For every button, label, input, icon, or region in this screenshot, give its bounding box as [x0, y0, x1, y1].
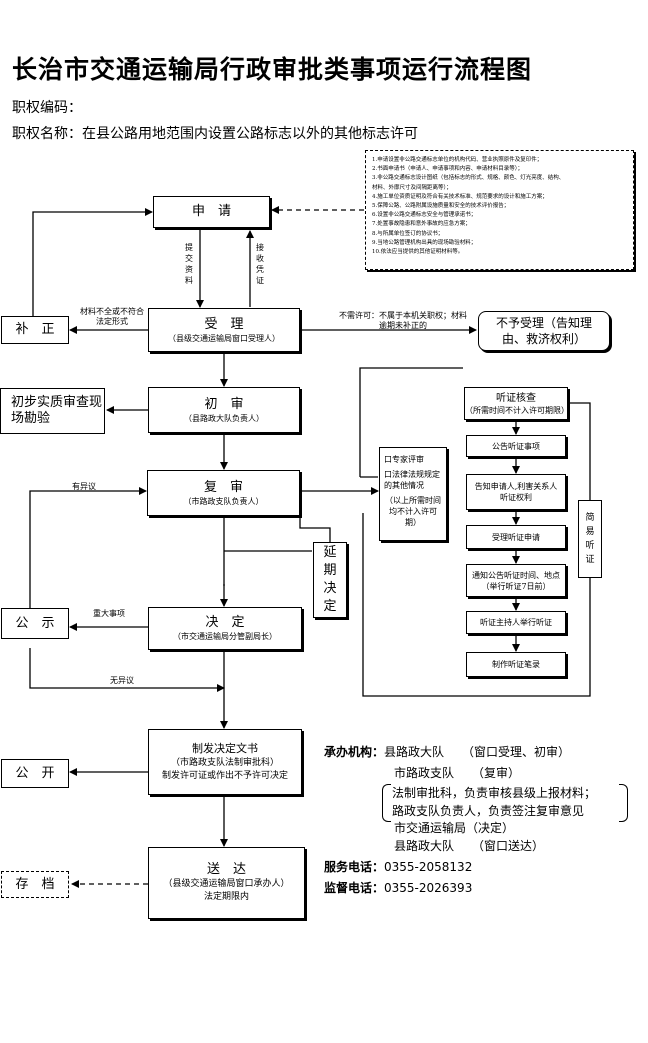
- no-permit-needed-label: 不需许可：不属于本机关职权；材料逾期未补正的: [339, 311, 467, 330]
- hearing-step-schedule: 通知公告听证时间、地点（举行听证7日前）: [466, 564, 566, 597]
- decision-node: 决 定 （市交通运输局分管副局长）: [148, 607, 302, 650]
- org-line: 法制审批科，负责审核县级上报材料；: [392, 786, 597, 800]
- hearing-check-node: 听证核查 （所需时间不计入许可期限）: [464, 387, 569, 420]
- reject-label: 不予受理（告知理由、救济权利）: [495, 316, 592, 346]
- note-line: 材料、外廓尺寸及间隔距离等）；: [372, 184, 452, 191]
- publicity-label: 公 示: [15, 615, 55, 631]
- site-check-label: 初步实质审查现场勘验: [11, 395, 103, 426]
- deliver-title: 送 达: [206, 862, 246, 877]
- org-info: 承办机构：县路政大队 （窗口受理、初审）: [324, 744, 570, 761]
- apply-node: 申 请: [153, 196, 270, 228]
- note-line: 2.书面申请书（申请人、申请事项和内容、申请材料目录等）；: [372, 166, 523, 173]
- first-review-title: 初 审: [204, 396, 244, 412]
- submit-materials-label: 提交资料: [185, 243, 193, 285]
- decision-sub: （市交通运输局分管副局长）: [173, 632, 277, 641]
- authority-code: 职权编码：: [12, 100, 82, 116]
- second-review-sub: （市路政支队负责人）: [183, 496, 264, 506]
- org-line: 路政支队负责人，负责签注复审意见: [392, 804, 585, 818]
- issue-sub: （市路政支队法制审批科）: [170, 758, 279, 768]
- deliver-sub: （县级交通运输局窗口承办人）: [163, 879, 290, 889]
- note-line: 8.与所属单位签订的协议书；: [372, 230, 444, 237]
- deliver-node: 送 达 （县级交通运输局窗口承办人） 法定期限内: [148, 847, 305, 919]
- hearing-step-record: 制作听证笔录: [466, 652, 566, 677]
- note-line: 1.申请设置非公路交通标志单位的机构代码、营业执照原件及复印件；: [372, 157, 543, 163]
- issue-title: 制发决定文书: [192, 742, 258, 755]
- accept-title: 受 理: [204, 316, 244, 332]
- no-objection-label: 无异议: [110, 676, 134, 685]
- expert-time-note: （以上所需时间均不计入许可期）: [385, 496, 441, 527]
- hearing-title: 听证核查: [496, 392, 536, 404]
- authority-name: 职权名称：在县公路用地范围内设置公路标志以外的其他标志许可: [12, 126, 418, 142]
- note-line: 7.处置事故隐患和意外事故的应急方案；: [372, 221, 471, 228]
- org-line: 市交通运输局（决定）: [394, 821, 515, 835]
- incomplete-materials-label: 材料不全或不符合法定形式: [80, 307, 144, 326]
- hearing-step-label: 公告听证事项: [492, 441, 540, 451]
- archive-node: 存 档: [1, 871, 69, 898]
- hearing-step-accept: 受理听证申请: [466, 525, 566, 549]
- service-phone-value: 0355-2058132: [384, 860, 473, 874]
- org-line: 县路政大队 （窗口受理、初审）: [384, 745, 571, 759]
- receive-voucher-label: 接收凭证: [256, 243, 264, 285]
- publish-node: 公 开: [1, 759, 69, 788]
- objection-label: 有异议: [72, 482, 96, 491]
- hearing-step-announce: 公告听证事项: [466, 435, 566, 457]
- note-line: 5.保障公路、公路附属设施质量和安全的技术评价报告；: [372, 203, 510, 210]
- hearing-step-notify-rights: 告知申请人,利害关系人听证权利: [466, 474, 566, 510]
- note-line: 6.设置非公路交通标志安全与管理承诺书；: [372, 212, 477, 219]
- accept-sub: （县级交通运输局窗口受理人）: [168, 333, 280, 343]
- major-matter-label: 重大事项: [93, 609, 125, 618]
- page-title: 长治市交通运输局行政审批类事项运行流程图: [12, 55, 533, 84]
- hearing-step-hold: 听证主持人举行听证: [466, 611, 566, 634]
- hearing-step-label: 告知申请人,利害关系人听证权利: [474, 482, 558, 502]
- expert-review-item: 口专家评审: [384, 455, 424, 464]
- supervise-phone-value: 0355-2026393: [384, 881, 473, 895]
- service-phone-row: 服务电话：0355-2058132: [324, 859, 472, 876]
- publicity-node: 公 示: [1, 608, 69, 639]
- first-review-sub: （县路政大队负责人）: [184, 413, 264, 423]
- note-line: 10.依法应当提供的其他证明材料等。: [372, 249, 464, 256]
- second-review-node: 复 审 （市路政支队负责人）: [147, 470, 300, 516]
- issue-sub2: 制发许可证或作出不予许可决定: [161, 771, 288, 781]
- deliver-sub2: 法定期限内: [203, 892, 249, 902]
- legal-dept-brace: 法制审批科，负责审核县级上报材料； 路政支队负责人，负责签注复审意见: [382, 784, 628, 822]
- archive-label: 存 档: [15, 876, 55, 892]
- apply-label: 申 请: [191, 204, 231, 219]
- reject-node: 不予受理（告知理由、救济权利）: [478, 311, 610, 351]
- supervise-phone-label: 监督电话：: [324, 881, 385, 895]
- delay-node: 延期决定: [313, 542, 347, 618]
- simple-hearing-node: 简易听证: [578, 500, 602, 578]
- issue-document-node: 制发决定文书 （市路政支队法制审批科） 制发许可证或作出不予许可决定: [148, 729, 302, 795]
- hearing-step-label: 通知公告听证时间、地点（举行听证7日前）: [472, 570, 560, 591]
- simple-hearing-label: 简易听证: [585, 513, 595, 565]
- note-line: 4.施工单位资质证明及符合有关技术标准、规范要求的设计和施工方案；: [372, 193, 548, 200]
- hearing-step-label: 受理听证申请: [492, 532, 540, 542]
- site-check-node: 初步实质审查现场勘验: [0, 388, 105, 434]
- hearing-step-label: 制作听证笔录: [492, 660, 540, 669]
- org-label: 承办机构：: [324, 745, 385, 759]
- decision-title: 决 定: [205, 615, 245, 630]
- legal-other-item: 口法律法规规定的其他情况: [384, 470, 440, 490]
- org-line: 县路政大队 （窗口送达）: [394, 839, 545, 853]
- note-line: 9.当地公路管理机构出具的现场勘验材料；: [372, 239, 477, 246]
- supervise-phone-row: 监督电话：0355-2026393: [324, 880, 472, 897]
- first-review-node: 初 审 （县路政大队负责人）: [148, 387, 300, 433]
- accept-node: 受 理 （县级交通运输局窗口受理人）: [148, 308, 300, 352]
- second-review-title: 复 审: [203, 479, 243, 495]
- org-line: 市路政支队 （复审）: [394, 766, 521, 780]
- expert-review-node: 口专家评审 口法律法规规定的其他情况 （以上所需时间均不计入许可期）: [379, 447, 447, 541]
- hearing-sub: （所需时间不计入许可期限）: [465, 405, 569, 415]
- service-phone-label: 服务电话：: [324, 860, 385, 874]
- delay-label: 延期决定: [323, 545, 337, 614]
- hearing-step-label: 听证主持人举行听证: [480, 618, 552, 627]
- supplement-label: 补 正: [15, 322, 55, 337]
- required-materials-note: 1.申请设置非公路交通标志单位的机构代码、营业执照原件及复印件； 2.书面申请书…: [365, 150, 634, 270]
- publish-label: 公 开: [15, 765, 55, 781]
- note-line: 3.非公路交通标志设计图纸（包括标志的形式、规格、颜色、灯光亮度、结构、: [372, 175, 565, 182]
- supplement-node: 补 正: [1, 316, 69, 344]
